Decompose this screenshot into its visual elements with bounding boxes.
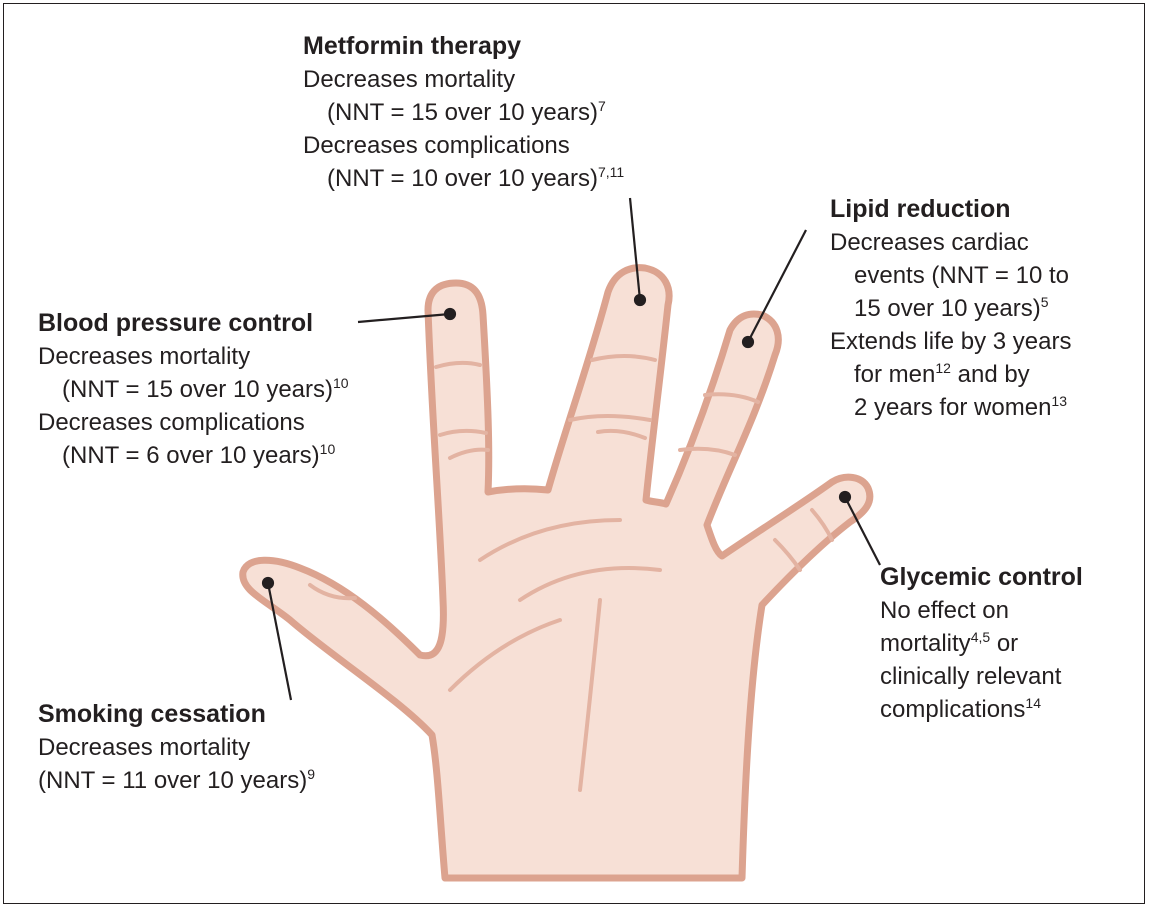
text-line: Decreases mortality (38, 734, 251, 761)
text-line: Decreases mortality (303, 66, 516, 93)
glycemic-title: Glycemic control (880, 563, 1083, 591)
text-line: 2 years for women13 (854, 393, 1067, 421)
finger-creases (308, 354, 834, 792)
text-line: mortality4,5 or (880, 629, 1019, 657)
text-line: (NNT = 6 over 10 years)10 (62, 441, 336, 469)
text-line: events (NNT = 10 to (854, 262, 1069, 289)
blood-pressure-label: Blood pressure control Decreases mortali… (38, 307, 349, 472)
text-line: complications14 (880, 695, 1041, 723)
metformin-title: Metformin therapy (303, 32, 522, 60)
text-line: (NNT = 11 over 10 years)9 (38, 766, 316, 794)
text-line: Decreases complications (303, 132, 570, 159)
glycemic-label: Glycemic control No effect on mortality4… (880, 561, 1083, 726)
text-line: Decreases complications (38, 409, 305, 436)
lipid-label: Lipid reduction Decreases cardiac events… (830, 193, 1071, 424)
text-line: Extends life by 3 years (830, 328, 1072, 355)
metformin-label: Metformin therapy Decreases mortality (N… (303, 30, 624, 195)
smoking-label: Smoking cessation Decreases mortality (N… (38, 698, 315, 797)
lipid-title: Lipid reduction (830, 195, 1011, 223)
text-line: (NNT = 10 over 10 years)7,11 (327, 164, 625, 192)
text-line: (NNT = 15 over 10 years)10 (62, 375, 349, 403)
text-line: Decreases mortality (38, 343, 251, 370)
text-line: No effect on (880, 597, 1009, 624)
leader-lines (261, 197, 881, 701)
text-line: (NNT = 15 over 10 years)7 (327, 98, 606, 126)
blood-pressure-title: Blood pressure control (38, 309, 314, 337)
smoking-title: Smoking cessation (38, 700, 266, 728)
text-line: 15 over 10 years)5 (854, 294, 1049, 322)
text-line: for men12 and by (854, 360, 1030, 388)
text-line: clinically relevant (880, 663, 1062, 690)
figure-border (3, 3, 1145, 904)
text-line: Decreases cardiac (830, 229, 1029, 256)
